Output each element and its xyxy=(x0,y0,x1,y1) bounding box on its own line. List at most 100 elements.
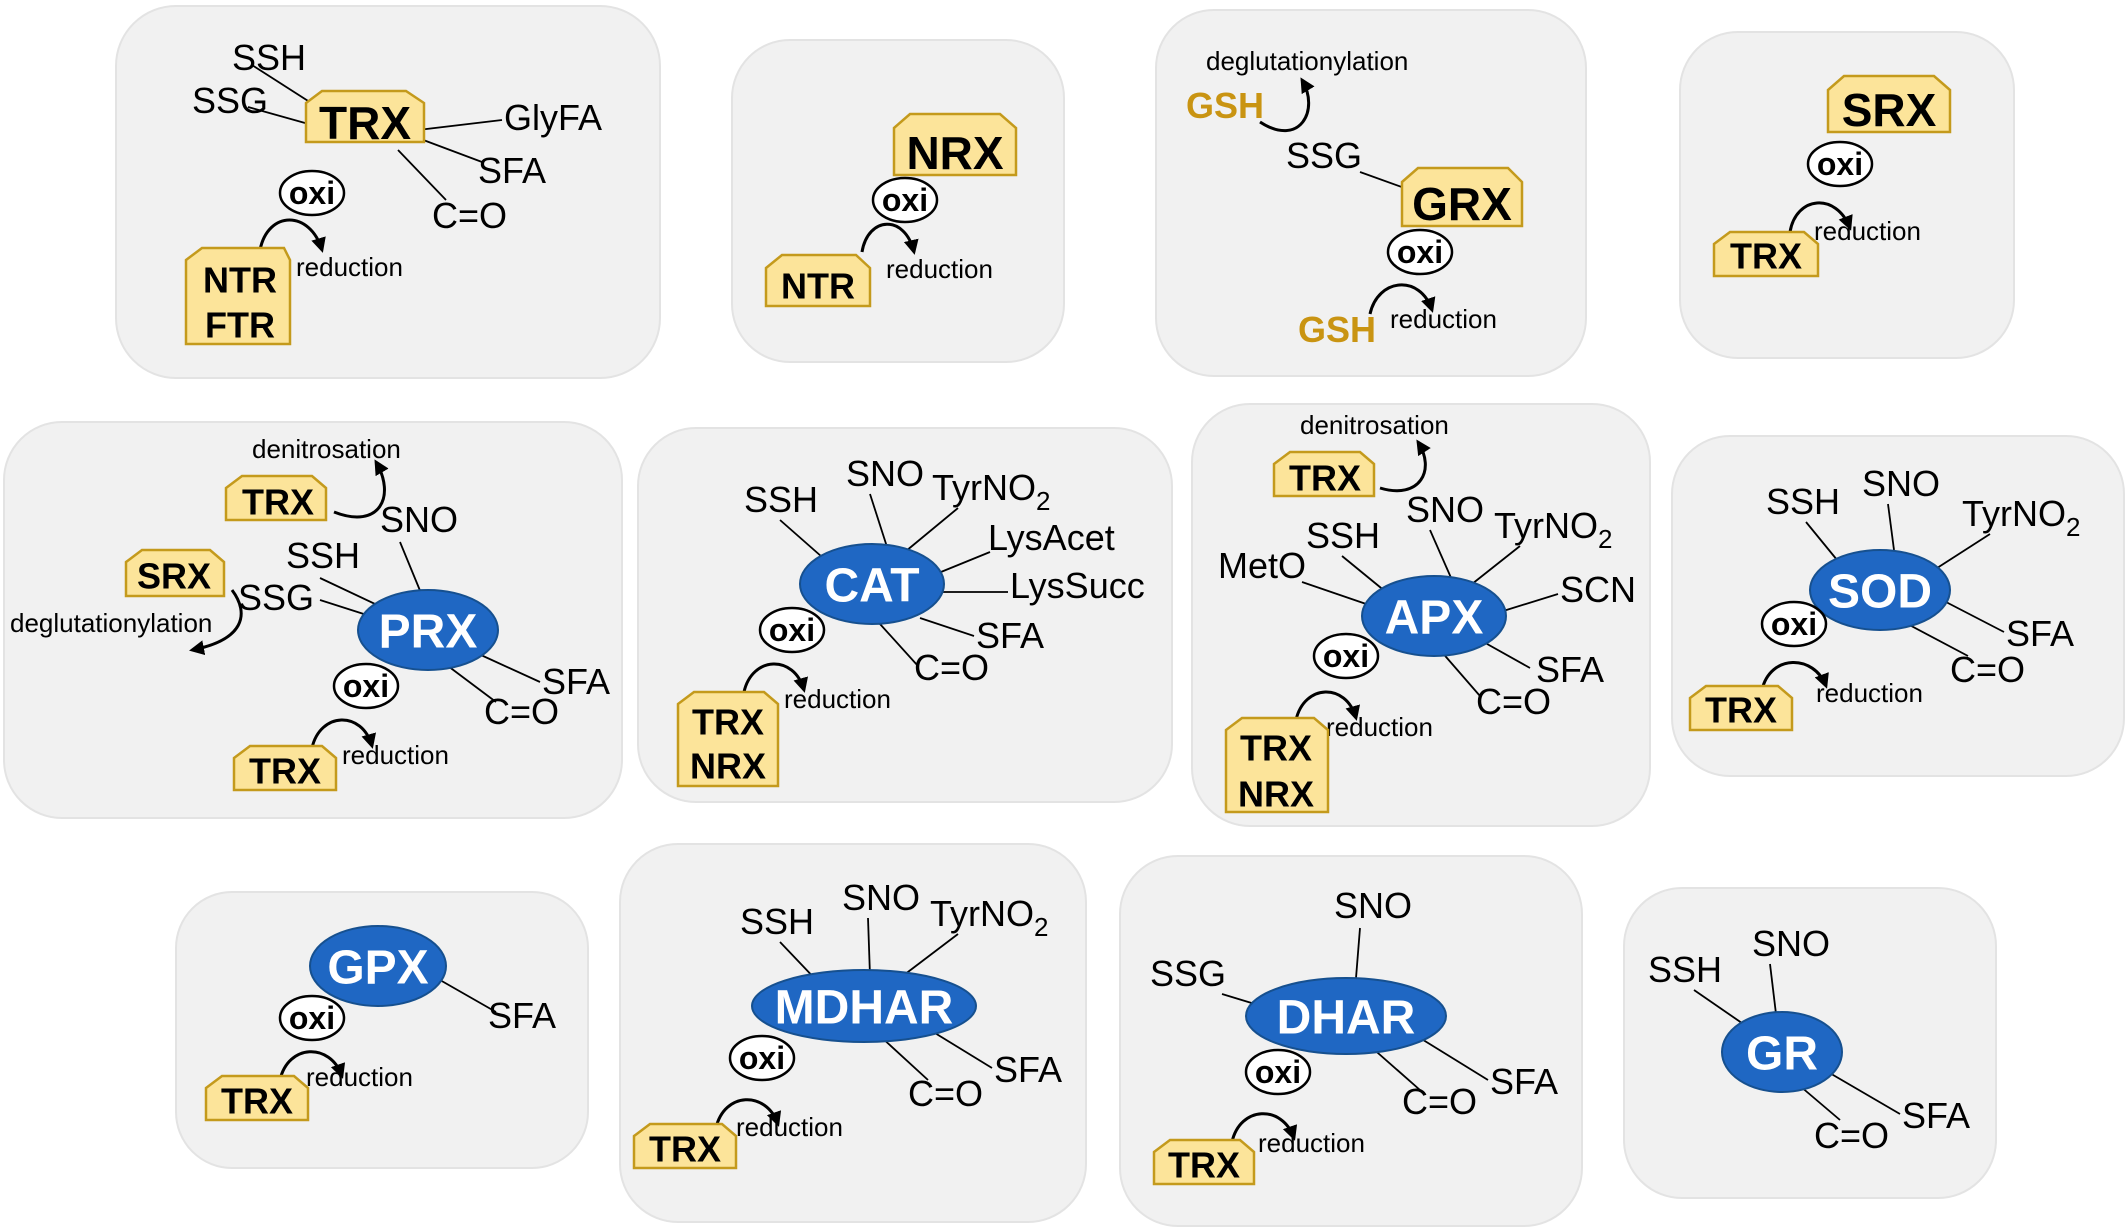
panel-prx: denitrosation TRX SNO SSH SRX SSG deglut… xyxy=(3,421,623,819)
oxi-badge: oxi xyxy=(1386,228,1454,276)
panel-gpx: GPX SFA oxi reduction TRX xyxy=(175,891,589,1169)
mod-tyrno2: TyrNO2 xyxy=(930,893,1048,942)
mod-meto: MetO xyxy=(1218,545,1306,586)
denitrosation-tag: TRX xyxy=(224,474,328,523)
denitrosation-agent: TRX xyxy=(242,482,314,523)
reducer-trx: TRX xyxy=(649,1129,721,1170)
panel-nrx: NRX oxi reduction NTR xyxy=(731,39,1065,363)
reduction-label: reduction xyxy=(1390,304,1497,334)
mod-sno: SNO xyxy=(1752,923,1830,964)
enzyme-label: GPX xyxy=(327,942,428,995)
mod-carbonyl: C=O xyxy=(1814,1115,1889,1156)
mod-sno: SNO xyxy=(1334,885,1412,926)
deglutathionylation-tag: SRX xyxy=(124,548,226,598)
reducer-trx: TRX xyxy=(221,1081,293,1122)
oxi-badge: oxi xyxy=(332,662,400,710)
oxi-badge: oxi xyxy=(1806,140,1874,188)
gsh-label: GSH xyxy=(1298,309,1376,350)
oxi-label: oxi xyxy=(1771,606,1817,642)
panel-grx: deglutationylation GSH SSG GRX oxi GSH r… xyxy=(1155,9,1587,377)
reducer-ntr: NTR xyxy=(203,260,277,301)
mod-ssh: SSH xyxy=(1766,481,1840,522)
reducer-trx: TRX xyxy=(692,702,764,743)
enzyme-label: TRX xyxy=(319,97,411,149)
enzyme-label: GRX xyxy=(1412,178,1512,230)
reducer-trx: TRX xyxy=(1730,236,1802,277)
oxi-label: oxi xyxy=(882,182,928,218)
enzyme-label: APX xyxy=(1385,592,1484,645)
mod-ssg: SSG xyxy=(1286,135,1362,176)
mod-ssh: SSH xyxy=(740,901,814,942)
gsh-label: GSH xyxy=(1186,85,1264,126)
mod-carbonyl: C=O xyxy=(1950,649,2025,690)
reducer-tag: TRX xyxy=(1152,1138,1256,1186)
panel-mdhar: SSH SNO TyrNO2 SFA C=O MDHAR oxi reducti… xyxy=(619,843,1087,1223)
reducer-tag: TRX xyxy=(1688,684,1794,732)
reducer-trx: TRX xyxy=(1240,728,1312,769)
nrx-tag: NRX xyxy=(892,112,1018,179)
oxi-badge: oxi xyxy=(728,1034,796,1082)
mod-sno: SNO xyxy=(1862,463,1940,504)
panel-cat: SSH SNO TyrNO2 LysAcet LysSucc SFA C=O C… xyxy=(637,427,1173,803)
mod-sfa: SFA xyxy=(994,1049,1062,1090)
mod-ssg: SSG xyxy=(238,577,314,618)
enzyme-ellipse xyxy=(799,543,945,625)
enzyme-ellipse xyxy=(357,589,499,671)
mod-sfa: SFA xyxy=(542,661,610,702)
mod-glyfa: GlyFA xyxy=(504,97,602,138)
reducer-tag: NTR xyxy=(764,253,872,308)
mod-carbonyl: C=O xyxy=(484,691,559,732)
reducer-tag: TRX xyxy=(232,744,338,792)
deglutathionylation-agent: SRX xyxy=(137,556,211,597)
reducer-nrx: NRX xyxy=(1238,774,1314,815)
mod-ssh: SSH xyxy=(744,479,818,520)
mod-sfa: SFA xyxy=(1490,1061,1558,1102)
oxi-label: oxi xyxy=(739,1040,785,1076)
reduction-label: reduction xyxy=(1816,678,1923,708)
denitrosation-agent: TRX xyxy=(1289,458,1361,499)
mod-carbonyl: C=O xyxy=(1402,1081,1477,1122)
mod-sfa: SFA xyxy=(1902,1095,1970,1136)
mod-ssh: SSH xyxy=(286,535,360,576)
mod-ssh: SSH xyxy=(232,37,306,78)
reducer-tag: NTR FTR xyxy=(184,246,292,346)
reducer-nrx: NRX xyxy=(690,746,766,787)
mod-sno: SNO xyxy=(380,499,458,540)
reducer-tag: TRX xyxy=(204,1074,310,1122)
panel-dhar: SNO SSG SFA C=O DHAR oxi reduction TRX xyxy=(1119,855,1583,1227)
oxi-label: oxi xyxy=(1397,234,1443,270)
oxi-badge: oxi xyxy=(1760,600,1828,648)
reducer-ntr: NTR xyxy=(781,266,855,307)
enzyme-ellipse xyxy=(1245,977,1447,1055)
reducer-ftr: FTR xyxy=(205,305,275,346)
mod-ssh: SSH xyxy=(1306,515,1380,556)
panel-gr: SSH SNO SFA C=O GR xyxy=(1623,887,1997,1199)
mod-sno: SNO xyxy=(846,453,924,494)
grx-tag: GRX xyxy=(1400,166,1524,230)
reducer-tag: TRX xyxy=(632,1122,738,1170)
oxi-badge: oxi xyxy=(1312,632,1380,680)
panel-srx: SRX oxi reduction TRX xyxy=(1679,31,2015,359)
srx-tag: SRX xyxy=(1826,74,1952,136)
mod-ssg: SSG xyxy=(1150,953,1226,994)
oxi-badge: oxi xyxy=(871,176,939,224)
reducer-trx: TRX xyxy=(249,751,321,792)
reducer-tag: TRX NRX xyxy=(1224,716,1330,815)
enzyme-label: SRX xyxy=(1842,84,1937,136)
enzyme-ellipse xyxy=(751,969,977,1043)
mod-sno: SNO xyxy=(1406,489,1484,530)
oxi-badge: oxi xyxy=(278,169,346,217)
oxi-label: oxi xyxy=(1323,638,1369,674)
oxi-label: oxi xyxy=(1255,1054,1301,1090)
denitrosation-label: denitrosation xyxy=(1300,410,1449,440)
reducer-tag: TRX xyxy=(1712,230,1820,278)
enzyme-ellipse xyxy=(1809,549,1951,631)
reducer-tag: TRX NRX xyxy=(676,690,780,788)
deglutathionylation-label: deglutationylation xyxy=(10,608,212,638)
mod-carbonyl: C=O xyxy=(1476,681,1551,722)
denitrosation-label: denitrosation xyxy=(252,434,401,464)
enzyme-label: SOD xyxy=(1828,566,1932,619)
mod-tyrno2: TyrNO2 xyxy=(1962,493,2080,542)
mod-lysacet: LysAcet xyxy=(988,517,1115,558)
